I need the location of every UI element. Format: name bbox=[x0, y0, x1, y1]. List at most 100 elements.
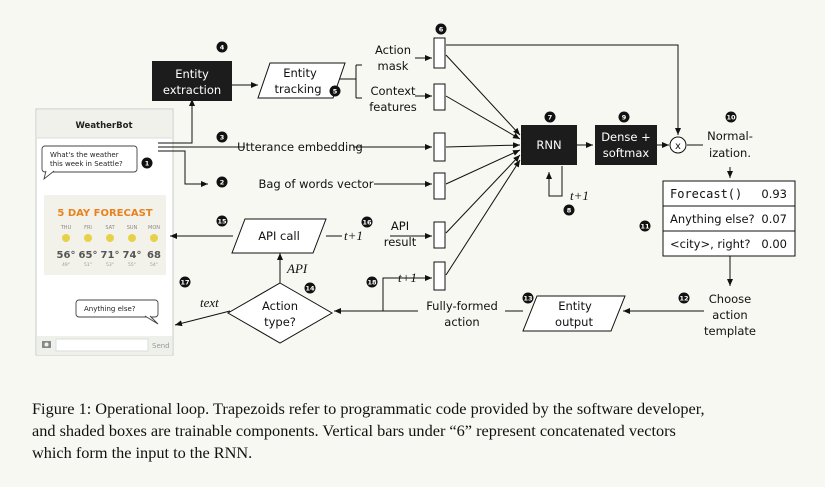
bar-action-mask bbox=[433, 37, 446, 69]
entity-extraction-label-1: Entity bbox=[175, 67, 209, 81]
forecast-high-temp: 56° bbox=[57, 250, 76, 261]
choose-template-label-1: Choose bbox=[709, 292, 751, 306]
forecast-low-temp: 55° bbox=[128, 262, 136, 268]
multiply-symbol: x bbox=[675, 141, 681, 152]
bot-message: Anything else? bbox=[84, 305, 136, 313]
step-badge-12 bbox=[678, 292, 690, 304]
caption-line-3: which form the input to the RNN. bbox=[32, 443, 253, 462]
step-badge-number: 1 bbox=[145, 159, 150, 167]
bar-context-features bbox=[433, 83, 446, 111]
step-badge-9 bbox=[618, 111, 630, 123]
normalization-label-2: ization. bbox=[709, 146, 751, 160]
template-row-3-prob: 0.00 bbox=[761, 237, 787, 251]
action-type-label-2: type? bbox=[264, 315, 296, 329]
step-badge-1 bbox=[141, 157, 153, 169]
template-row-1-name: Forecast() bbox=[670, 187, 742, 201]
entity-extraction-node: Entity extraction bbox=[152, 61, 232, 101]
input-feature-bars bbox=[433, 37, 446, 291]
api-call-node: API call bbox=[231, 218, 327, 254]
step-badge-number: 15 bbox=[217, 217, 227, 225]
step-badge-number: 13 bbox=[523, 294, 532, 302]
step-badge-14 bbox=[304, 282, 316, 294]
entity-output-node: Entity output bbox=[522, 295, 626, 332]
text-edge-label: text bbox=[200, 295, 219, 310]
entity-tracking-label-1: Entity bbox=[283, 66, 317, 80]
step-badge-2 bbox=[216, 176, 228, 188]
rnn-node: RNN bbox=[521, 125, 577, 165]
forecast-day-label: THU bbox=[60, 225, 72, 231]
operational-loop-diagram: WeatherBot What's the weather this week … bbox=[35, 23, 796, 356]
entity-output-label-1: Entity bbox=[558, 299, 592, 313]
dense-softmax-label-1: Dense + bbox=[601, 130, 651, 144]
forecast-day-label: SAT bbox=[105, 225, 115, 231]
normalization-label-1: Normal- bbox=[707, 129, 753, 143]
fully-formed-action-label-2: action bbox=[444, 315, 479, 329]
step-badge-number: 6 bbox=[439, 25, 444, 33]
step-badge-number: 3 bbox=[220, 133, 225, 141]
bag-of-words-label: Bag of words vector bbox=[258, 177, 373, 191]
action-type-node: Action type? bbox=[226, 282, 334, 344]
step-badge-number: 16 bbox=[362, 218, 372, 226]
message-input[interactable] bbox=[55, 338, 149, 352]
step-badge-6 bbox=[435, 23, 447, 35]
step-badge-number: 17 bbox=[180, 278, 189, 286]
forecast-low-temp: 54° bbox=[150, 262, 158, 268]
forecast-day: THU 56°49° bbox=[57, 225, 76, 268]
template-row-2-name: Anything else? bbox=[670, 212, 755, 226]
step-badge-number: 12 bbox=[679, 294, 688, 302]
rnn-label: RNN bbox=[536, 138, 561, 152]
step-badge-number: 10 bbox=[726, 113, 736, 121]
step-badge-4 bbox=[216, 41, 228, 53]
step-badge-number: 4 bbox=[220, 43, 225, 51]
fully-formed-action-label-1: Fully-formed bbox=[426, 299, 498, 313]
bot-message-bubble: Anything else? bbox=[75, 299, 159, 325]
forecast-title: 5 DAY FORECAST bbox=[57, 208, 152, 219]
forecast-day-label: MON bbox=[148, 225, 160, 231]
user-message-line-2: this week in Seattle? bbox=[50, 160, 123, 168]
utterance-embedding-label: Utterance embedding bbox=[237, 140, 363, 154]
forecast-high-temp: 65° bbox=[79, 250, 98, 261]
sun-icon bbox=[150, 234, 158, 242]
bar-bag-of-words bbox=[433, 172, 446, 200]
step-badge-16 bbox=[361, 216, 373, 228]
template-row-3-name: <city>, right? bbox=[670, 237, 751, 251]
step-badge-number: 11 bbox=[640, 222, 650, 230]
forecast-high-temp: 68 bbox=[147, 250, 161, 261]
api-result-label-2: result bbox=[384, 235, 417, 249]
step-badge-number: 2 bbox=[220, 178, 225, 186]
sun-icon bbox=[106, 234, 114, 242]
action-type-label-1: Action bbox=[262, 299, 298, 313]
template-row-1-prob: 0.93 bbox=[761, 187, 787, 201]
template-row-2-prob: 0.07 bbox=[761, 212, 787, 226]
step-badge-15 bbox=[216, 215, 228, 227]
forecast-high-temp: 71° bbox=[101, 250, 120, 261]
dense-softmax-node: Dense + softmax bbox=[595, 125, 657, 165]
forecast-low-temp: 49° bbox=[62, 262, 70, 268]
forecast-low-temp: 53° bbox=[106, 262, 114, 268]
multiply-node: x bbox=[669, 136, 687, 154]
user-message-line-1: What's the weather bbox=[50, 151, 119, 159]
choose-template-label-3: template bbox=[704, 324, 756, 338]
step-badge-11 bbox=[639, 220, 651, 232]
step-badge-13 bbox=[522, 292, 534, 304]
user-message-bubble: What's the weather this week in Seattle? bbox=[41, 145, 138, 181]
entity-tracking-label-2: tracking bbox=[274, 82, 321, 96]
sun-icon bbox=[128, 234, 136, 242]
api-call-label: API call bbox=[258, 229, 300, 243]
t-plus-one-rnn: t+1 bbox=[570, 188, 589, 203]
bar-previous-action bbox=[433, 261, 446, 291]
sun-icon bbox=[84, 234, 92, 242]
forecast-high-temp: 74° bbox=[123, 250, 142, 261]
step-badge-number: 18 bbox=[367, 278, 377, 286]
bar-utterance-embedding bbox=[433, 132, 446, 162]
step-badge-number: 7 bbox=[548, 113, 553, 121]
send-button[interactable]: Send bbox=[152, 342, 170, 350]
choose-template-label-2: action bbox=[712, 308, 747, 322]
step-badge-number: 14 bbox=[305, 284, 315, 292]
entity-tracking-node: Entity tracking bbox=[257, 62, 346, 99]
connectors bbox=[158, 44, 733, 327]
context-features-label-2: features bbox=[369, 100, 417, 114]
sun-icon bbox=[62, 234, 70, 242]
